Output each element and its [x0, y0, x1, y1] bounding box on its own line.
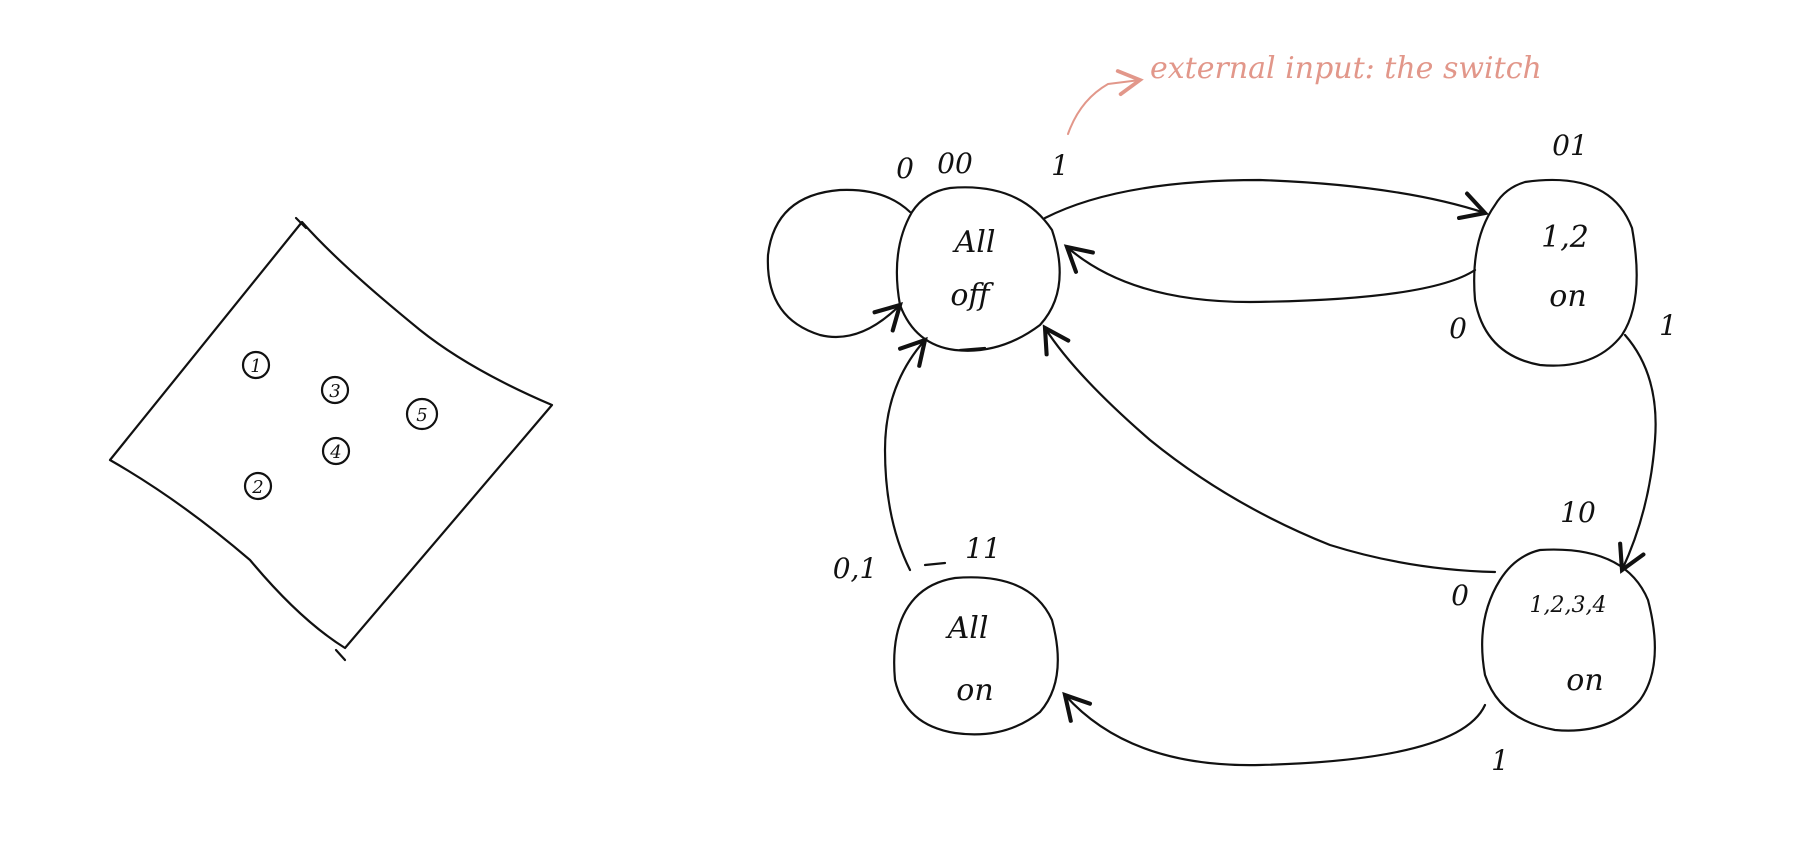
label-01-00: 0: [1449, 312, 1467, 345]
edge-01-10: [1618, 333, 1657, 574]
transition-11-00: 0,1: [833, 336, 928, 585]
bulb-2: 2: [243, 471, 273, 501]
state-1234-on: 10 1,2,3,4 on: [1481, 496, 1656, 732]
state-all-on-code: 11: [965, 532, 1001, 565]
panel-tick-bottom: [334, 648, 347, 662]
state-12-on-line2: on: [1549, 279, 1586, 314]
state-12-on-circle: [1473, 178, 1638, 367]
state-1234-on-line1: 1,2,3,4: [1530, 593, 1607, 618]
bulb-1-label: 1: [250, 356, 261, 377]
edge-00-01: [1043, 178, 1490, 221]
bulb-3: 3: [320, 375, 350, 405]
label-10-11: 1: [1491, 744, 1509, 777]
bulb-4-label: 4: [329, 442, 341, 463]
bulb-1: 1: [241, 350, 271, 380]
transition-10-00: 0: [1042, 324, 1497, 612]
label-10-00: 0: [1451, 579, 1469, 612]
state-1234-on-circle: [1481, 548, 1656, 732]
edge-10-11: [1062, 691, 1487, 767]
transition-00-01: 1: [1043, 149, 1490, 221]
bulb-5: 5: [405, 397, 439, 431]
state-all-on-line2: on: [956, 673, 993, 708]
transition-10-11: 1: [1062, 691, 1509, 777]
panel-tick-top: [294, 216, 308, 230]
transition-01-00: 0: [1063, 244, 1477, 345]
bulb-2-label: 2: [251, 477, 263, 498]
state-all-on-circle: [893, 576, 1059, 736]
external-input-annotation: external input: the switch: [1067, 51, 1542, 135]
state-12-on-line1: 1,2: [1541, 220, 1589, 255]
state-all-off: 00 All off: [895, 147, 1061, 352]
state-all-off-line2: off: [950, 278, 994, 313]
tick-00-bottom: [958, 346, 987, 352]
tick-11-top: [923, 561, 947, 567]
edge-11-00: [883, 336, 928, 572]
annotation-arrow: [1067, 69, 1144, 135]
state-all-on-line1: All: [945, 611, 989, 646]
state-1234-on-line2: on: [1566, 663, 1603, 698]
edge-10-00: [1042, 324, 1497, 574]
panel-outline: [108, 220, 554, 650]
transition-01-10: 1: [1618, 309, 1677, 574]
transition-00-self: 0: [766, 152, 914, 339]
bulb-4: 4: [321, 436, 351, 466]
bulb-3-label: 3: [329, 381, 340, 402]
label-00-01: 1: [1051, 149, 1069, 182]
edge-01-00: [1063, 244, 1477, 304]
state-12-on-code: 01: [1552, 129, 1588, 162]
state-1234-on-code: 10: [1560, 496, 1596, 529]
state-all-off-line1: All: [952, 225, 996, 260]
label-11-00: 0,1: [833, 552, 878, 585]
state-12-on: 01 1,2 on: [1473, 129, 1638, 367]
state-all-on: 11 All on: [893, 532, 1059, 736]
label-01-10: 1: [1659, 309, 1677, 342]
bulb-5-label: 5: [416, 405, 427, 426]
state-all-off-code: 00: [937, 147, 973, 180]
label-00-self: 0: [896, 152, 914, 185]
annotation-text: external input: the switch: [1150, 51, 1542, 86]
state-all-off-circle: [895, 186, 1061, 352]
edge-00-self: [766, 188, 912, 339]
light-panel: 1 2 3 4 5: [108, 216, 554, 662]
